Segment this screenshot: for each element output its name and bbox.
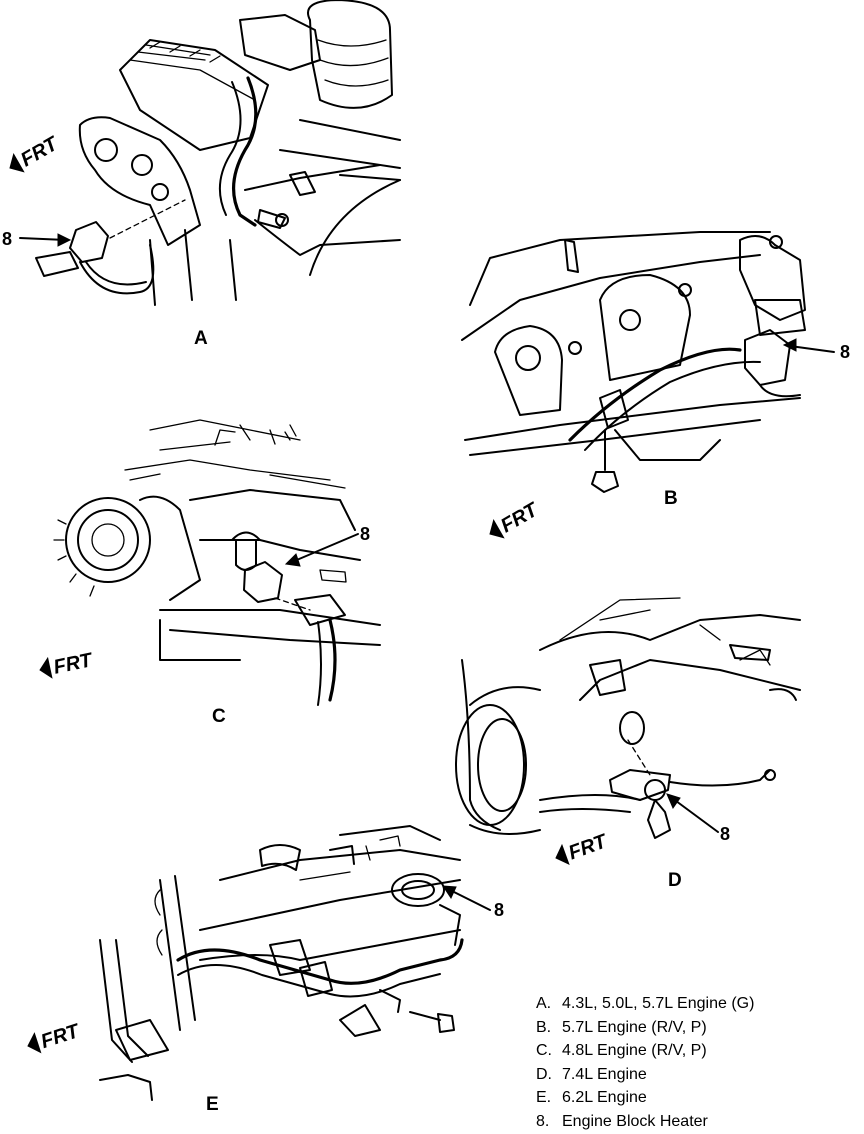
svg-text:FRT: FRT: [17, 132, 63, 171]
legend-key: A.: [536, 995, 552, 1012]
view-a-callout: 8: [2, 229, 72, 249]
view-e-label: E: [206, 1094, 219, 1115]
svg-text:8: 8: [2, 229, 12, 249]
legend-item-c: C. 4.8L Engine (R/V, P): [536, 1039, 754, 1063]
legend-item-8: 8. Engine Block Heater: [536, 1110, 754, 1134]
legend-key: 8.: [536, 1112, 550, 1130]
legend-key: B.: [536, 1018, 552, 1036]
view-e-callout: 8: [442, 885, 504, 920]
svg-text:8: 8: [494, 900, 504, 920]
legend-key: C.: [536, 1042, 552, 1060]
view-b-frt-indicator: FRT: [489, 498, 543, 539]
svg-text:8: 8: [360, 524, 370, 544]
legend-text: 7.4L Engine: [562, 1065, 647, 1083]
svg-text:FRT: FRT: [497, 498, 543, 537]
legend: A. 4.3L, 5.0L, 5.7L Engine (G) B. 5.7L Eng…: [536, 992, 754, 1134]
view-c-frt-indicator: FRT: [39, 649, 96, 679]
view-d-label: D: [668, 870, 682, 891]
view-e-illustration: [99, 825, 464, 1101]
legend-text: 6.2L Engine: [562, 1089, 647, 1107]
svg-text:FRT: FRT: [52, 649, 96, 679]
svg-text:8: 8: [720, 824, 730, 844]
legend-key: D.: [536, 1065, 552, 1083]
view-c-illustration: [53, 419, 381, 706]
legend-item-d: D. 7.4L Engine: [536, 1063, 754, 1087]
legend-text: 4.8L Engine (R/V, P): [562, 1042, 707, 1060]
svg-text:8: 8: [840, 342, 850, 362]
view-e-frt-indicator: FRT: [27, 1020, 83, 1054]
view-b-illustration: [461, 231, 806, 493]
view-c-label: C: [212, 706, 226, 727]
view-d-callout: 8: [666, 793, 730, 844]
view-b-label: B: [664, 488, 678, 509]
legend-item-e: E. 6.2L Engine: [536, 1086, 754, 1110]
legend-text: 5.7L Engine (R/V, P): [562, 1018, 707, 1036]
legend-text: 4.3L, 5.0L, 5.7L Engine (G): [562, 995, 755, 1012]
view-c-callout: 8: [284, 524, 370, 567]
legend-item-b: B. 5.7L Engine (R/V, P): [536, 1016, 754, 1040]
legend-item-a: A. 4.3L, 5.0L, 5.7L Engine (G): [536, 992, 754, 1016]
view-a-frt-indicator: FRT: [9, 132, 63, 173]
view-a-illustration: [35, 0, 401, 306]
svg-text:FRT: FRT: [38, 1020, 83, 1053]
view-a-label: A: [194, 328, 208, 349]
view-d-frt-indicator: FRT: [555, 830, 611, 865]
legend-key: E.: [536, 1089, 552, 1107]
legend-text: Engine Block Heater: [562, 1112, 708, 1130]
view-d-illustration: [455, 597, 801, 839]
view-b-callout: 8: [782, 338, 850, 362]
svg-text:FRT: FRT: [566, 830, 611, 864]
